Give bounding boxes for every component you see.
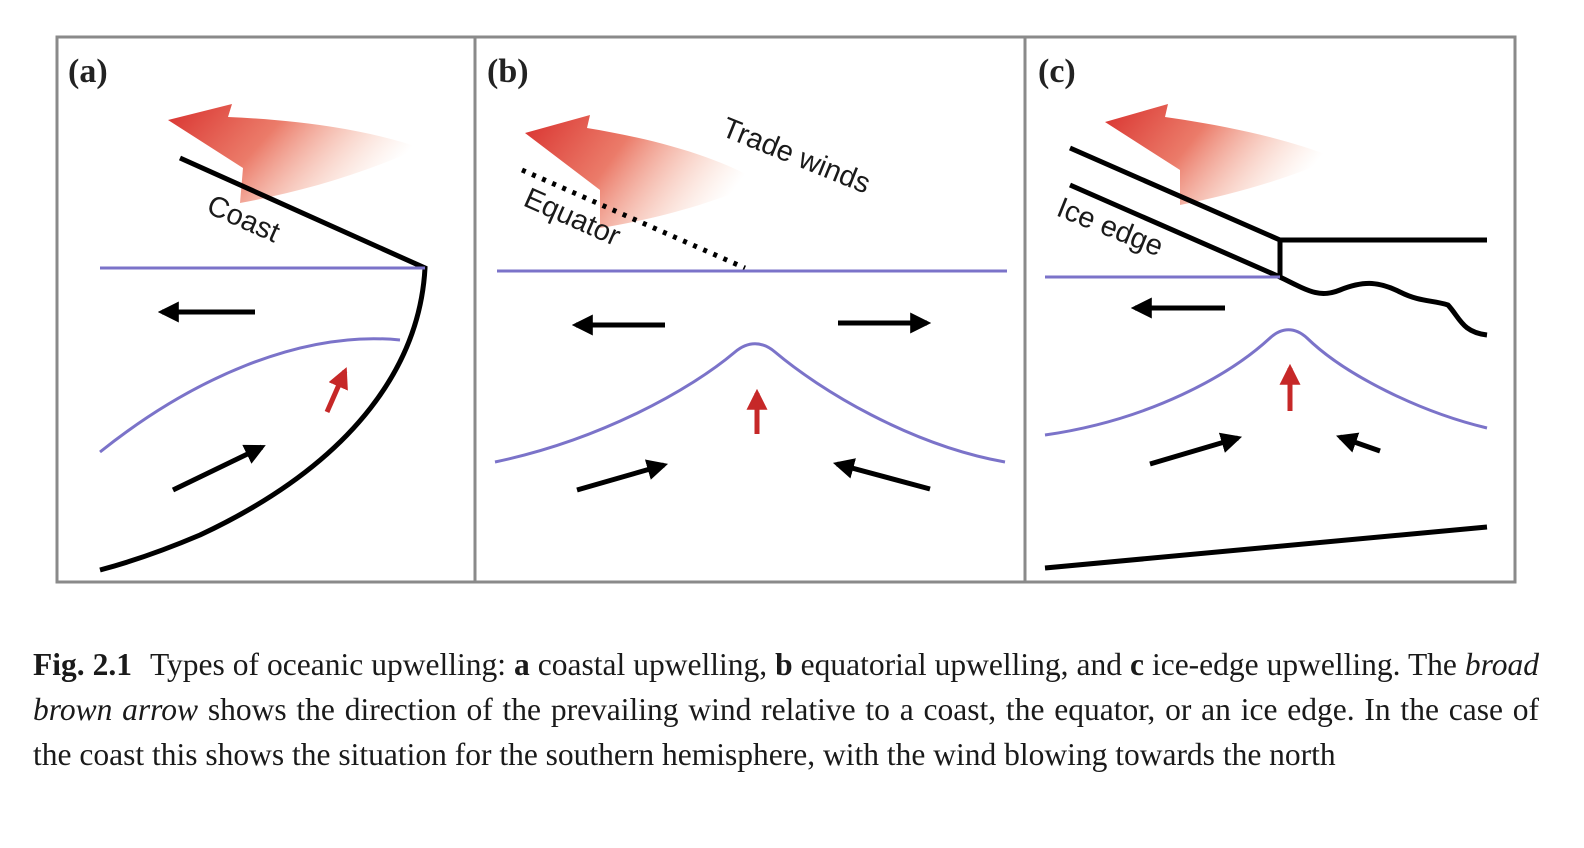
figure-caption: Fig. 2.1 Types of oceanic upwelling: a co…	[33, 642, 1539, 777]
equator-line	[520, 167, 747, 271]
caption-bold-a: a	[514, 647, 530, 682]
convergent-flow-arrow-right	[832, 458, 931, 492]
figure-number: Fig. 2.1	[33, 647, 133, 682]
caption-bold-c: c	[1129, 647, 1144, 682]
convergent-flow-arrow-left	[1149, 432, 1243, 467]
isopycnal-curve	[1044, 328, 1488, 437]
caption-bold-b: b	[775, 647, 793, 682]
panel-b: (b) Trade winds Equator	[487, 53, 1007, 493]
wind-arrow-icon	[168, 104, 420, 203]
panel-b-label: (b)	[487, 53, 529, 90]
coastline	[99, 155, 428, 573]
upwelling-figure: (a) Coast (b) Trade winds Equator (c) Ic…	[55, 35, 1517, 584]
panel-c-label: (c)	[1038, 53, 1076, 90]
upwelling-arrow	[324, 367, 348, 414]
convergent-flow-arrow-right	[1336, 432, 1381, 454]
ice-wavy-edge	[1278, 274, 1488, 338]
figure-frame	[55, 35, 1517, 584]
convergent-flow-arrow-left	[576, 459, 669, 493]
sea-floor-line	[1044, 524, 1488, 571]
caption-italic: broad brown arrow	[33, 647, 1540, 727]
caption-text: shows the direction of the prevailing wi…	[33, 692, 1539, 772]
isopycnal-curve	[494, 342, 1006, 464]
caption-text: coastal upwelling,	[529, 647, 776, 682]
caption-text: equatorial upwelling, and	[792, 647, 1130, 682]
wind-arrow-icon	[1105, 104, 1335, 205]
panel-a: (a) Coast	[68, 53, 428, 573]
isopycnal-curve	[99, 337, 401, 454]
panel-a-label: (a)	[68, 53, 108, 90]
panel-c: (c) Ice edge	[1038, 53, 1488, 571]
caption-text: ice-edge upwelling. The	[1143, 647, 1465, 682]
onshore-flow-arrow	[171, 444, 266, 493]
wind-arrow-icon	[525, 115, 760, 228]
caption-text: Types of oceanic upwelling:	[150, 647, 514, 682]
